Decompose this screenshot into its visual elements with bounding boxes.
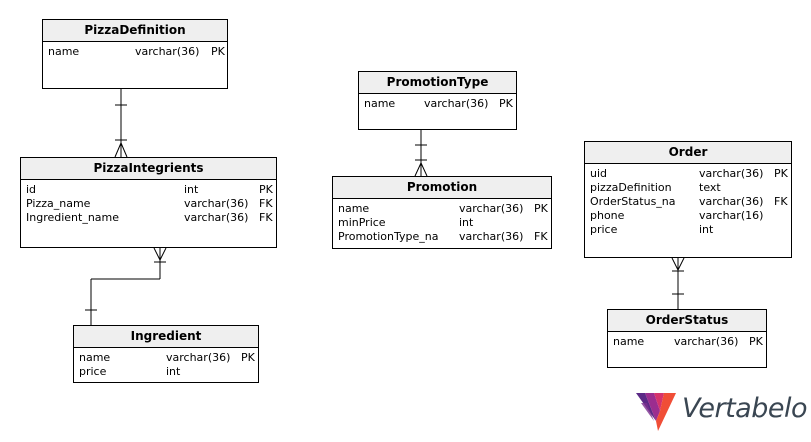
column-type: int — [184, 183, 199, 196]
column-name: uid — [590, 167, 608, 180]
column-key: FK — [774, 195, 788, 208]
column-name: PromotionType_na — [338, 230, 439, 243]
column-type: varchar(36) — [184, 197, 249, 210]
table-title: Ingredient — [74, 326, 258, 348]
relation-promotiontype-promotion — [414, 130, 428, 177]
column-name: pizzaDefinition — [590, 181, 672, 194]
column-key: PK — [259, 183, 273, 196]
column-row: OrderStatus_na varchar(36) FK — [590, 195, 788, 209]
column-row: PromotionType_na varchar(36) FK — [338, 230, 548, 244]
column-type: varchar(36) — [135, 45, 200, 58]
relation-ingredient-pizzaintegrients — [85, 247, 167, 325]
table-title: PromotionType — [359, 72, 516, 94]
relation-orderstatus-order — [671, 257, 685, 309]
column-row: name varchar(36) PK — [613, 335, 763, 349]
column-row: Ingredient_name varchar(36) FK — [26, 211, 273, 225]
column-row: pizzaDefinition text — [590, 181, 786, 195]
table-ingredient[interactable]: Ingredient name varchar(36) PK price int — [73, 325, 259, 383]
column-row: name varchar(36) PK — [48, 45, 225, 59]
column-row: uid varchar(36) PK — [590, 167, 788, 181]
column-row: price int — [79, 365, 253, 379]
column-type: int — [699, 223, 714, 236]
column-name: name — [613, 335, 645, 348]
column-name: name — [338, 202, 370, 215]
column-type: text — [699, 181, 721, 194]
logo-text: Vertabelo — [682, 393, 808, 424]
column-row: Pizza_name varchar(36) FK — [26, 197, 273, 211]
column-key: FK — [534, 230, 548, 243]
column-row: id int PK — [26, 183, 273, 197]
column-type: varchar(36) — [184, 211, 249, 224]
vertabelo-mark-icon — [636, 393, 676, 431]
table-pizzadefinition[interactable]: PizzaDefinition name varchar(36) PK — [42, 19, 228, 89]
column-type: varchar(36) — [699, 195, 764, 208]
column-key: PK — [774, 167, 788, 180]
table-pizzaintegrients[interactable]: PizzaIntegrients id int PK Pizza_name va… — [20, 157, 277, 248]
column-type: int — [459, 216, 474, 229]
column-type: varchar(36) — [674, 335, 739, 348]
column-name: Ingredient_name — [26, 211, 120, 224]
column-type: varchar(36) — [424, 97, 489, 110]
column-type: varchar(36) — [459, 230, 524, 243]
column-name: name — [79, 351, 111, 364]
column-key: FK — [259, 211, 273, 224]
column-key: PK — [499, 97, 513, 110]
column-row: name varchar(36) PK — [79, 351, 255, 365]
relation-pizzadefinition-pizzaintegrients — [114, 89, 128, 158]
column-row: name varchar(36) PK — [338, 202, 548, 216]
vertabelo-logo: Vertabelo — [636, 391, 808, 435]
column-row: phone varchar(16) — [590, 209, 786, 223]
table-order[interactable]: Order uid varchar(36) PK pizzaDefinition… — [584, 141, 792, 258]
table-title: Order — [585, 142, 791, 164]
column-key: PK — [749, 335, 763, 348]
column-key: PK — [211, 45, 225, 58]
table-title: PizzaIntegrients — [21, 158, 276, 180]
table-promotion[interactable]: Promotion name varchar(36) PK minPrice i… — [332, 176, 552, 249]
column-row: minPrice int — [338, 216, 546, 230]
column-name: id — [26, 183, 37, 196]
column-type: varchar(16) — [699, 209, 764, 222]
column-name: OrderStatus_na — [590, 195, 676, 208]
table-title: Promotion — [333, 177, 551, 199]
column-name: name — [48, 45, 80, 58]
column-name: price — [590, 223, 618, 236]
column-type: int — [166, 365, 181, 378]
column-name: minPrice — [338, 216, 386, 229]
column-name: phone — [590, 209, 625, 222]
column-name: Pizza_name — [26, 197, 91, 210]
column-key: FK — [259, 197, 273, 210]
table-title: OrderStatus — [608, 310, 766, 332]
column-key: PK — [534, 202, 548, 215]
column-key: PK — [241, 351, 255, 364]
column-type: varchar(36) — [699, 167, 764, 180]
table-promotiontype[interactable]: PromotionType name varchar(36) PK — [358, 71, 517, 130]
column-name: price — [79, 365, 107, 378]
table-orderstatus[interactable]: OrderStatus name varchar(36) PK — [607, 309, 767, 368]
column-name: name — [364, 97, 396, 110]
table-title: PizzaDefinition — [43, 20, 227, 42]
column-type: varchar(36) — [459, 202, 524, 215]
column-row: price int — [590, 223, 786, 237]
column-row: name varchar(36) PK — [364, 97, 513, 111]
column-type: varchar(36) — [166, 351, 231, 364]
